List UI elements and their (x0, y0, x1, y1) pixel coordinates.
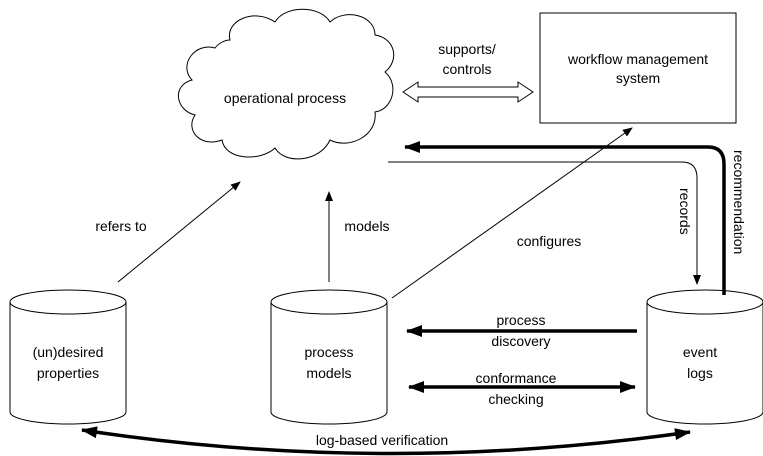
refers-to-label: refers to (95, 218, 147, 234)
log-based-verification-arrow (81, 426, 691, 456)
refers-to-arrow (117, 181, 241, 283)
records-arrow (388, 161, 701, 285)
logs-label-line1: event (683, 344, 717, 360)
event-logs-cylinder: event logs (646, 289, 763, 425)
supports-controls-arrow (402, 81, 534, 103)
conformance-label-line2: checking (488, 391, 543, 407)
process-models-cylinder: process models (270, 289, 388, 425)
configures-label: configures (517, 233, 582, 249)
workflow-system-box: workflow management system (539, 12, 737, 124)
models-label-line1: process (304, 344, 353, 360)
recommendation-arrow (404, 141, 726, 295)
workflow-label-line1: workflow management (567, 51, 708, 67)
controls-label: controls (442, 61, 491, 77)
discovery-label-line2: discovery (491, 333, 550, 349)
models-label: models (344, 218, 389, 234)
log-based-verification-label: log-based verification (316, 432, 448, 448)
undesired-label-line1: (un)desired (33, 344, 104, 360)
recommendation-label: recommendation (731, 150, 747, 254)
workflow-label-line2: system (616, 70, 660, 86)
operational-process-cloud: operational process (177, 8, 395, 160)
undesired-label-line2: properties (37, 365, 99, 381)
operational-process-label: operational process (224, 90, 346, 106)
undesired-properties-cylinder: (un)desired properties (9, 289, 127, 425)
records-label: records (677, 188, 693, 235)
discovery-label-line1: process (496, 312, 545, 328)
models-label-line2: models (306, 365, 351, 381)
logs-label-line2: logs (687, 365, 713, 381)
conformance-label-line1: conformance (476, 370, 557, 386)
configures-arrow (391, 127, 633, 299)
supports-label: supports/ (438, 41, 496, 57)
